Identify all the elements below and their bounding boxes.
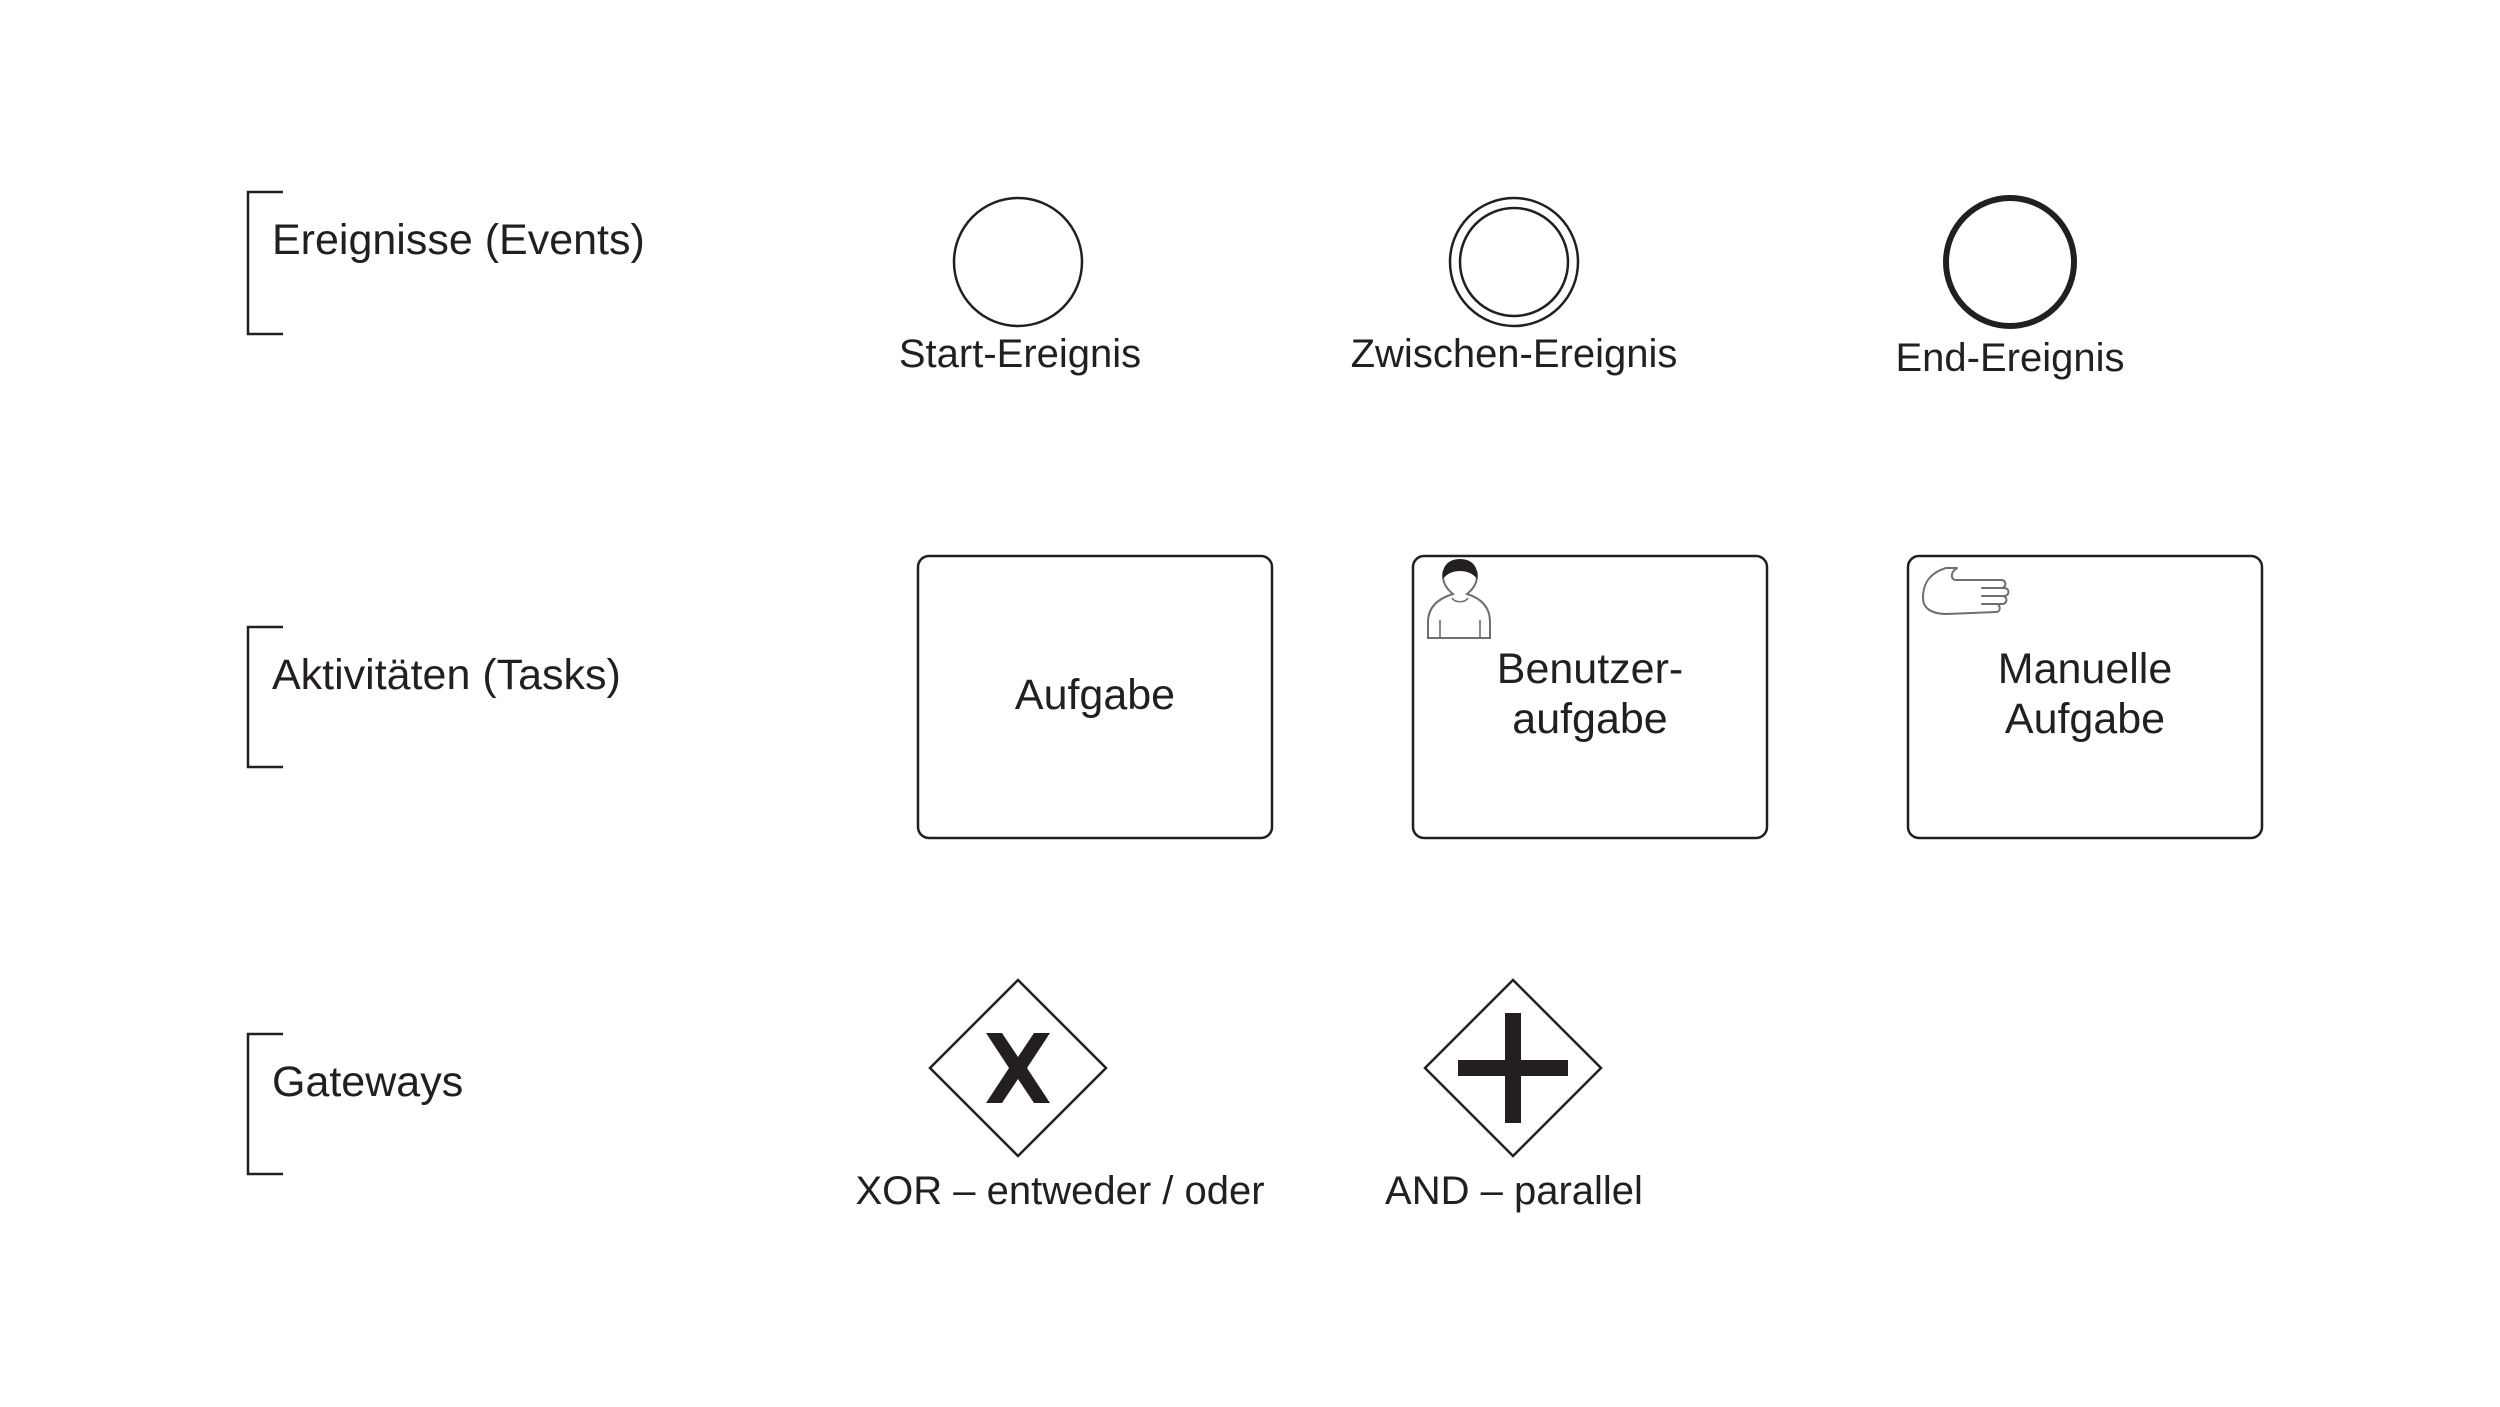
intermediate-event-outer-circle xyxy=(1448,196,1580,328)
gateways-row-label: Gateways xyxy=(272,1058,463,1106)
manual-task-label-line2: Aufgabe xyxy=(2005,695,2165,743)
end-event-label: End-Ereignis xyxy=(1895,336,2124,380)
xor-gateway-label: XOR – entweder / oder xyxy=(855,1169,1264,1213)
user-task-label-line1: Benutzer- xyxy=(1497,645,1683,693)
task: Aufgabe xyxy=(916,554,1274,840)
events-row-label: Ereignisse (Events) xyxy=(272,216,645,264)
user-task: Benutzer- aufgabe xyxy=(1411,554,1769,840)
start-event: Start-Ereignis xyxy=(899,196,1141,376)
intermediate-event-inner-circle xyxy=(1458,206,1570,318)
gateways-row: Gateways XOR – entweder / oder AND – par… xyxy=(246,978,1643,1213)
x-icon xyxy=(986,1033,1050,1103)
and-gateway-label: AND – parallel xyxy=(1385,1169,1643,1213)
tasks-row-label: Aktivitäten (Tasks) xyxy=(272,651,621,699)
start-event-circle xyxy=(952,196,1084,328)
tasks-bracket xyxy=(246,625,283,769)
hand-icon xyxy=(1922,567,2010,615)
and-gateway: AND – parallel xyxy=(1385,978,1643,1213)
events-bracket xyxy=(246,190,283,336)
end-event-circle xyxy=(1943,195,2077,329)
user-task-box xyxy=(1411,554,1769,840)
gateways-bracket xyxy=(246,1032,283,1176)
manual-task-label-line1: Manuelle xyxy=(1998,645,2173,693)
manual-task-box xyxy=(1906,554,2264,840)
user-task-label-line2: aufgabe xyxy=(1512,695,1667,743)
start-event-label: Start-Ereignis xyxy=(899,332,1141,376)
plus-icon xyxy=(1458,1013,1568,1123)
intermediate-event-label: Zwischen-Ereignis xyxy=(1351,332,1678,376)
end-event: End-Ereignis xyxy=(1895,195,2125,380)
user-icon xyxy=(1427,559,1491,639)
events-row: Ereignisse (Events) Start-Ereignis Zwisc… xyxy=(246,190,2125,380)
tasks-row: Aktivitäten (Tasks) Aufgabe Benutzer- au… xyxy=(246,554,2264,840)
task-box xyxy=(916,554,1274,840)
xor-gateway: XOR – entweder / oder xyxy=(855,978,1265,1213)
task-label: Aufgabe xyxy=(1015,671,1175,719)
intermediate-event: Zwischen-Ereignis xyxy=(1351,196,1678,376)
manual-task: Manuelle Aufgabe xyxy=(1906,554,2264,840)
